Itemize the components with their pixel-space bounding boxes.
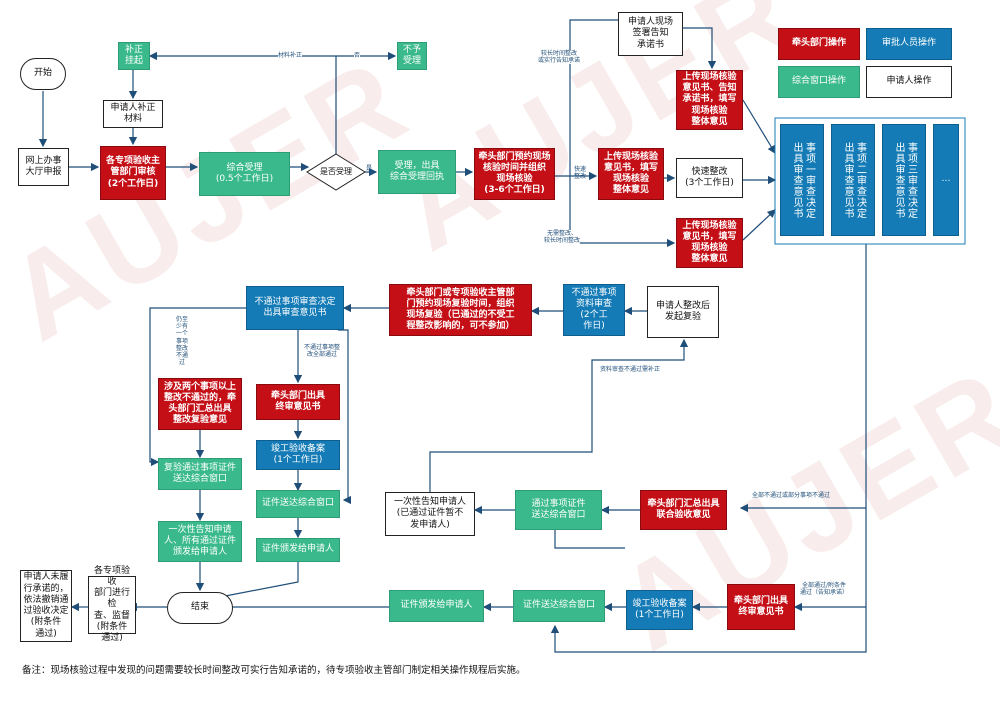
dept-review-node: 各专项验收主 管部门审核 (2个工作日) — [100, 146, 166, 200]
upload-none-node: 上传现场核验 意见书，填写 现场核验 整体意见 — [676, 218, 743, 268]
apply-recheck-node: 申请人整改后 发起复验 — [647, 286, 719, 338]
label-quick: 快速 整改 — [574, 166, 587, 181]
quick-rectify-node: 快速整改 (3个工作日) — [676, 158, 743, 198]
two-items-fail-node: 涉及两个事项以上 整改不通过的，牵 头部门汇总出具 整改复验意见 — [158, 378, 242, 430]
item-more-node: … — [933, 124, 959, 236]
label-all-or-part-fail: 全部不通过或部分事项不通过 — [752, 492, 831, 499]
item3-review-node: 事项三审查决定 出具审查意见书 — [882, 124, 926, 236]
supplement-node: 补正 挂起 — [118, 42, 150, 70]
label-material-supplement: 材料补正 — [278, 52, 303, 60]
revoke-node: 申请人未履 行承诺的， 依法撤销通 过验收决定 (附条件 通过) — [20, 570, 72, 642]
lead-recheck-node: 牵头部门或专项验收主管部 门预约现场复验时间，组织 现场复验（已通过的不受工 程… — [389, 284, 532, 336]
label-at-least-one: 仍至 少有 一个 事项 整改 不通 过 — [176, 316, 189, 367]
completion-filing-bottom-node: 竣工验收备案 (1个工作日) — [626, 590, 693, 630]
legend-window: 综合窗口操作 — [778, 66, 860, 98]
cert-issue-left-node: 证件颁发给申请人 — [256, 538, 340, 562]
is-accept-label: 是否受理 — [320, 167, 352, 176]
label-long-time: 较长时间整改 或实行告知承诺 — [538, 50, 581, 65]
end-node: 结束 — [167, 592, 233, 624]
lead-appoint-node: 牵头部门预约现场 核验时间并组织 现场核验 (3-6个工作日) — [474, 148, 555, 200]
commitment-node: 申请人现场 签署告知 承诺书 — [618, 12, 683, 56]
lead-final-bottom-node: 牵头部门出具 终审意见书 — [727, 584, 795, 630]
label-no-rectify: 无需整改、 较长时间整改 — [544, 230, 581, 245]
footnote: 备注：现场核验过程中发现的问题需要较长时间整改可实行告知承诺的，待专项验收主管部… — [22, 665, 526, 676]
completion-filing-left-node: 竣工验收备案 (1个工作日) — [256, 440, 340, 470]
fail-material-review-node: 不通过事项 资料审查 (2个工 作日) — [563, 284, 625, 336]
start-node: 开始 — [20, 58, 66, 90]
supervise-node: 各专项验收 部门进行检 查、监督 (附条件 通过) — [88, 566, 136, 643]
label-no: 否 — [354, 52, 361, 60]
item1-review-node: 事项一审查决定 出具审查意见书 — [780, 124, 824, 236]
notify-all-node: 一次性告知申请 人、所有通过证件 颁发给申请人 — [158, 521, 242, 562]
label-all-pass: 全部通过/附条件 通过（告知承诺） — [800, 582, 849, 597]
legend-reviewer: 审批人员操作 — [866, 28, 952, 60]
label-not-pass-all: 不通过事项整 改全部通过 — [304, 344, 341, 359]
legend-applicant: 申请人操作 — [866, 66, 952, 98]
not-pass-review-node: 不通过事项审查决定 出具审查意见书 — [246, 286, 344, 330]
general-accept-node: 综合受理 (0.5个工作日) — [199, 152, 290, 196]
pass-deliver-node: 通过事项证件 送达综合窗口 — [515, 490, 602, 530]
cert-deliver-left-node: 证件送达综合窗口 — [256, 490, 340, 518]
issue-receipt-node: 受理，出具 综合受理回执 — [378, 150, 456, 194]
recheck-pass-deliver-node: 复验通过事项证件 送达综合窗口 — [158, 458, 242, 490]
item-review-frame — [774, 117, 966, 245]
upload-long-node: 上传现场核验 意见书、告知 承诺书，填写 现场核验 整体意见 — [676, 70, 743, 130]
cert-deliver-bottom-node: 证件送达综合窗口 — [513, 590, 605, 622]
lead-joint-node: 牵头部门汇总出具 联合验收意见 — [640, 490, 727, 530]
online-apply-node: 网上办事 大厅申报 — [18, 148, 69, 186]
lead-final-left-node: 牵头部门出具 终审意见书 — [256, 384, 340, 420]
cert-issue-bottom-node: 证件颁发给申请人 — [389, 590, 484, 622]
notify-once-node: 一次性告知申请人 (已通过证件暂不 发申请人) — [385, 492, 475, 536]
legend-lead-dept: 牵头部门操作 — [778, 28, 860, 60]
not-accept-node: 不予 受理 — [397, 42, 427, 70]
label-yes: 是 — [366, 165, 373, 172]
label-material-fail: 资料审查不通过需补正 — [600, 366, 661, 374]
applicant-supplement-node: 申请人补正 材料 — [103, 100, 163, 128]
decision-diamond — [306, 153, 366, 191]
upload-quick-node: 上传现场核验 意见书，填写 现场核验 整体意见 — [598, 148, 664, 200]
item2-review-node: 事项二审查决定 出具审查意见书 — [831, 124, 875, 236]
